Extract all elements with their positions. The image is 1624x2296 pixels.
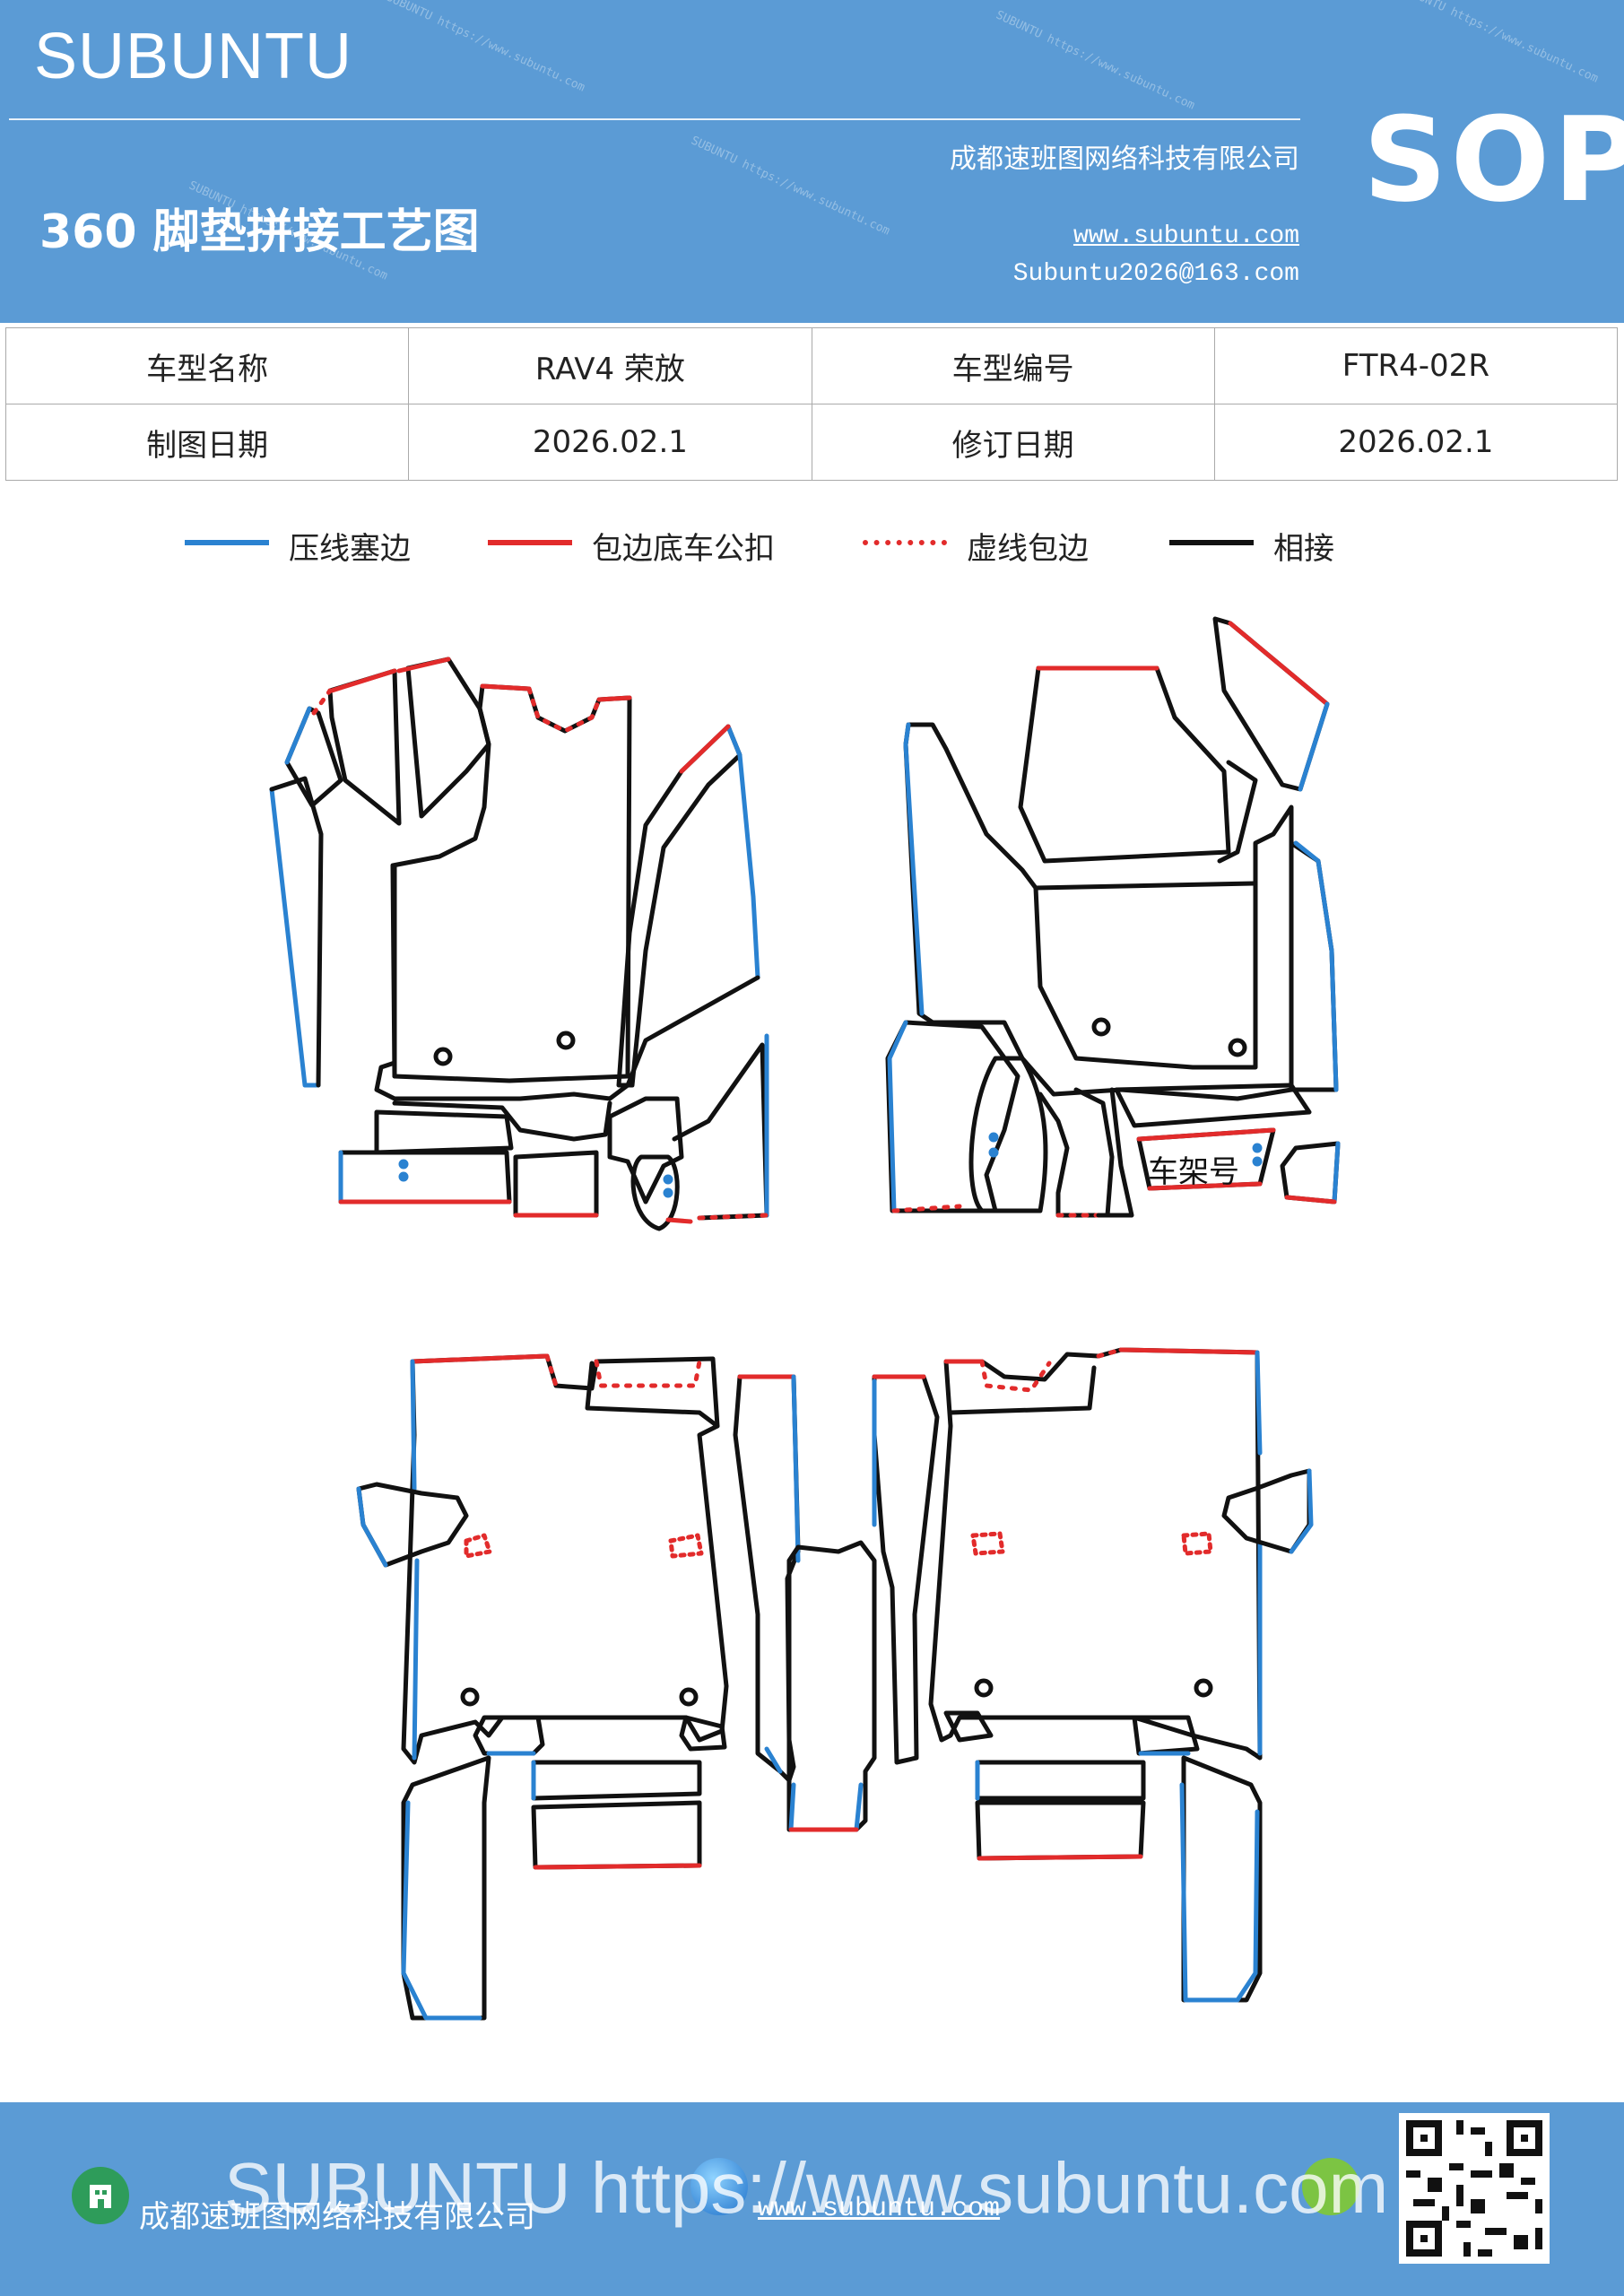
table-cell: 车型编号 (811, 327, 1215, 404)
legend-swatch (185, 540, 269, 545)
email-link[interactable]: Subuntu2026@163.com (1012, 260, 1299, 288)
rear-center-mat (733, 1374, 940, 1832)
qr-code-pattern (1399, 2113, 1550, 2264)
table-cell: 修订日期 (811, 404, 1215, 481)
sop-badge: SOP (1363, 91, 1624, 228)
table-cell: 2026.02.1 (408, 404, 812, 481)
table-cell: RAV4 荣放 (408, 327, 812, 404)
footer-watermark: SUBUNTU https://www.subuntu.com (224, 2148, 1389, 2228)
front-left-mat (269, 657, 769, 1231)
legend-label: 包边底车公扣 (592, 531, 775, 567)
table-row: 制图日期 2026.02.1 修订日期 2026.02.1 (4, 404, 1619, 481)
footer-company-name: 成都速班图网络科技有限公司 (139, 2199, 535, 2235)
table-cell: FTR4-02R (1213, 327, 1619, 404)
building-icon (90, 2185, 111, 2208)
footer: SUBUNTU https://www.subuntu.com 成都速班图网络科… (0, 2102, 1624, 2296)
legend-label: 压线塞边 (289, 531, 411, 567)
page-title: 360 脚垫拼接工艺图 (39, 205, 480, 259)
legend-swatch (1169, 540, 1254, 545)
front-right-mat (885, 616, 1341, 1218)
legend-label: 相接 (1273, 531, 1334, 567)
table-cell: 2026.02.1 (1213, 404, 1619, 481)
header-banner: SUBUNTU 成都速班图网络科技有限公司 360 脚垫拼接工艺图 www.su… (0, 0, 1624, 323)
globe-icon (690, 2158, 748, 2215)
table-cell: 车型名称 (4, 327, 410, 404)
brand-logo: SUBUNTU (34, 21, 353, 92)
frame-number-label: 车架号 (1148, 1154, 1239, 1190)
wechat-icon (1302, 2158, 1359, 2215)
qr-code (1399, 2113, 1550, 2264)
info-table: 车型名称 RAV4 荣放 车型编号 FTR4-02R 制图日期 2026.02.… (4, 327, 1619, 481)
legend-label: 虚线包边 (967, 531, 1089, 567)
company-name: 成都速班图网络科技有限公司 (950, 144, 1299, 175)
table-row: 车型名称 RAV4 荣放 车型编号 FTR4-02R (4, 327, 1619, 404)
header-divider (9, 118, 1300, 120)
legend-swatch (863, 540, 947, 545)
legend-swatch (488, 540, 572, 545)
table-cell: 制图日期 (4, 404, 410, 481)
legend: 压线塞边 包边底车公扣 虚线包边 相接 (0, 524, 1624, 578)
website-link[interactable]: www.subuntu.com (1073, 222, 1299, 250)
rear-left-mat (356, 1353, 729, 2021)
rear-right-mat (928, 1347, 1314, 2003)
building-icon (72, 2167, 129, 2224)
footer-website-link[interactable]: www.subuntu.com (758, 2194, 1001, 2224)
